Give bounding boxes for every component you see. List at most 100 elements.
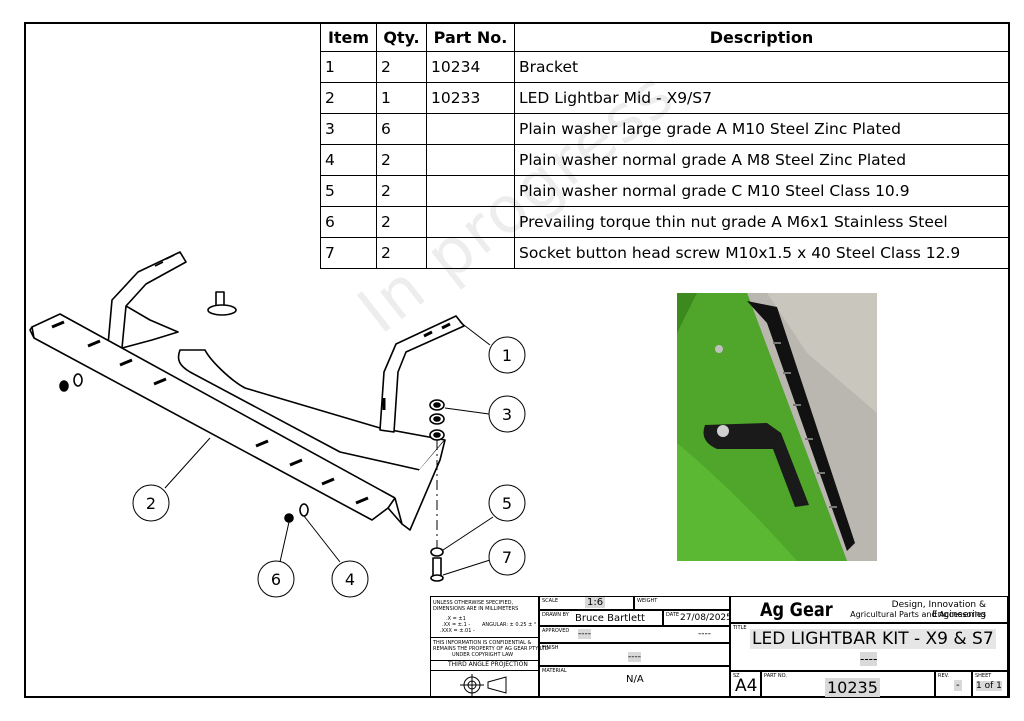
cell-part: 10233	[426, 82, 515, 114]
date-value: 27/08/2025	[680, 613, 732, 623]
balloon-label-3: 3	[502, 405, 512, 424]
rev-label: REV.	[938, 673, 949, 679]
confidential-note-1: THIS INFORMATION IS CONFIDENTIAL &	[433, 640, 532, 646]
company-cell	[730, 596, 1008, 623]
right-bracket-part	[379, 315, 465, 433]
title-label: TITLE	[733, 625, 747, 631]
third-angle-projection-icon	[460, 674, 507, 696]
cell-qty: 2	[376, 144, 427, 176]
tolerance-x: .X = ±1	[446, 616, 466, 622]
rev-value: -	[954, 680, 962, 691]
cell-desc: Plain washer normal grade A M8 Steel Zin…	[514, 144, 1009, 176]
balloon-3	[488, 395, 526, 433]
tolerance-cell	[430, 596, 539, 698]
part-no-cell: PART NO.	[761, 671, 935, 698]
balloon-7	[488, 538, 526, 576]
balloon-1	[488, 336, 526, 374]
drawn-by-value: Bruce Bartlett	[575, 613, 645, 624]
size-value: A4	[735, 676, 758, 696]
balloon-label-2: 2	[146, 494, 156, 513]
sheet-label: SHEET	[975, 673, 992, 679]
header-qty: Qty.	[376, 22, 427, 52]
balloon-5	[488, 484, 526, 522]
approved-value: ----	[578, 629, 591, 639]
title-cell: TITLE	[730, 623, 1008, 671]
drawing-title: LED LIGHTBAR KIT - X9 & S7	[750, 629, 996, 649]
balloon-label-1: 1	[502, 346, 512, 365]
cell-desc: Prevailing torque thin nut grade A M6x1 …	[514, 206, 1009, 238]
company-tagline-1: Design, Innovation & Engineering	[891, 600, 986, 620]
drawn-by-label: DRAWN BY	[542, 612, 569, 618]
balloon-4	[331, 560, 369, 598]
cell-desc: Plain washer large grade A M10 Steel Zin…	[514, 113, 1009, 145]
weight-cell: WEIGHT	[634, 596, 730, 610]
cell-qty: 2	[376, 175, 427, 207]
cell-item: 3	[320, 113, 377, 145]
scale-value: 1:6	[585, 597, 606, 608]
projection-label: THIRD ANGLE PROJECTION	[448, 661, 528, 668]
date-cell: DATE	[663, 610, 730, 626]
tolerance-note-2: DIMENSIONS ARE IN MILLIMETERS	[433, 606, 519, 612]
material-cell: MATERIAL	[539, 666, 730, 698]
company-logo: Ag Gear	[760, 599, 833, 621]
approved-date-value: ----	[698, 629, 711, 639]
finish-cell: FINISH	[539, 643, 730, 666]
balloon-label-6: 6	[271, 570, 281, 589]
title-block: UNLESS OTHERWISE SPECIFIED, DIMENSIONS A…	[430, 596, 1008, 698]
balloon-label-5: 5	[502, 494, 512, 513]
cell-part	[426, 113, 515, 145]
rev-cell: REV.	[935, 671, 972, 698]
part-no-value: 10235	[825, 678, 880, 697]
cell-desc: Bracket	[514, 51, 1009, 83]
material-label: MATERIAL	[542, 668, 567, 674]
size-label: SZ	[733, 673, 740, 679]
date-label: DATE	[666, 612, 680, 618]
drawing-subtitle: ----	[860, 652, 878, 666]
tolerance-angular: ANGULAR: ± 0.25 ± °	[482, 622, 537, 628]
left-bracket-part	[107, 251, 187, 349]
cell-desc: LED Lightbar Mid - X9/S7	[514, 82, 1009, 114]
size-cell: SZ	[730, 671, 761, 698]
divider	[430, 637, 539, 638]
divider	[430, 670, 539, 671]
table-header-row: Item Qty. Part No. Description	[320, 22, 1009, 52]
confidential-note-2: REMAINS THE PROPERTY OF AG GEAR PTY LTD	[433, 646, 549, 652]
approved-cell: APPROVED	[539, 626, 730, 643]
sheet-cell: SHEET	[972, 671, 1008, 698]
balloon-6	[257, 560, 295, 598]
scale-label: SCALE	[542, 598, 559, 604]
balloon-label-4: 4	[345, 570, 355, 589]
cell-part	[426, 175, 515, 207]
finish-label: FINISH	[542, 645, 559, 651]
cell-part	[426, 237, 515, 269]
drawn-by-cell: DRAWN BY	[539, 610, 663, 626]
company-tagline-2: Agricultural Parts and Accessories	[850, 610, 986, 619]
divider	[430, 660, 539, 661]
cell-desc: Plain washer normal grade C M10 Steel Cl…	[514, 175, 1009, 207]
cell-qty: 6	[376, 113, 427, 145]
cell-desc: Socket button head screw M10x1.5 x 40 St…	[514, 237, 1009, 269]
installation-photo	[677, 293, 877, 561]
approved-label: APPROVED	[542, 628, 570, 634]
finish-value: ----	[628, 652, 641, 662]
sheet-value: 1 of 1	[976, 681, 1002, 691]
cell-part: 10234	[426, 51, 515, 83]
cell-item: 6	[320, 206, 377, 238]
tolerance-xx: .XX = ±.1 -	[442, 622, 471, 628]
balloon-2	[132, 484, 170, 522]
material-value: N/A	[626, 674, 644, 685]
confidential-note-3: UNDER COPYRIGHT LAW	[452, 652, 514, 658]
scale-cell: SCALE	[539, 596, 634, 610]
balloon-label-7: 7	[502, 548, 512, 567]
tolerance-note-1: UNLESS OTHERWISE SPECIFIED,	[433, 600, 514, 606]
cell-item: 4	[320, 144, 377, 176]
